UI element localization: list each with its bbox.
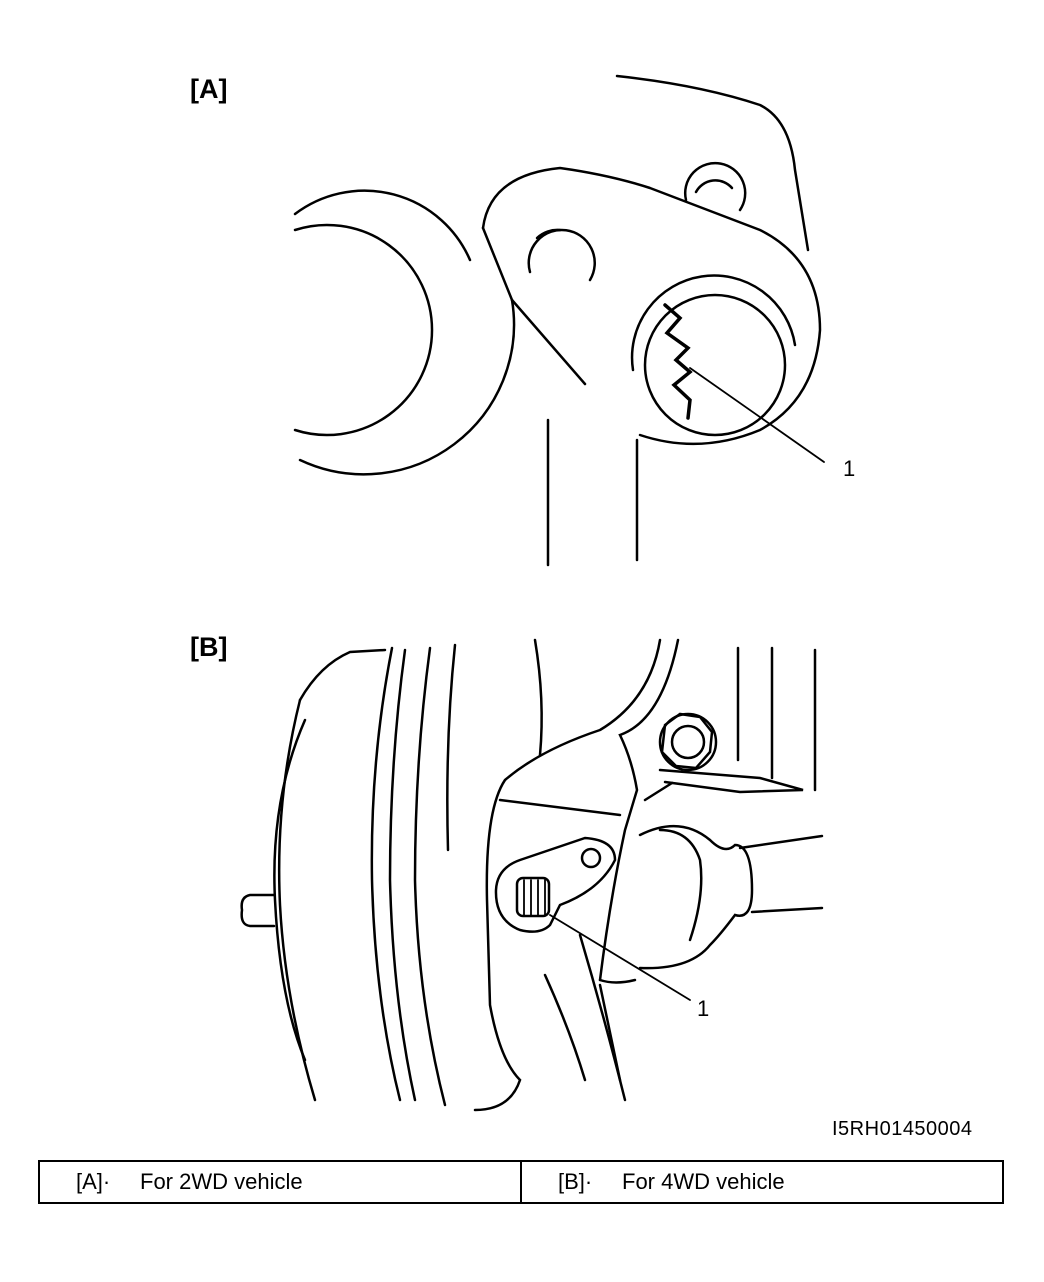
panel-b-drawing [240,638,824,1112]
panel-a-drawing [293,74,825,567]
panel-b-label: [B] [190,632,228,662]
legend-text: For 2WD vehicle [140,1169,303,1194]
figure-code: I5RH01450004 [832,1118,973,1140]
legend-key: [A]· [76,1169,111,1194]
callout-a-number: 1 [843,456,856,481]
legend-table: [A]· For 2WD vehicle [B]· For 4WD vehicl… [38,1160,1004,1204]
legend-text: For 4WD vehicle [622,1169,785,1194]
legend-key: [B]· [558,1169,593,1194]
legend-cell-a: [A]· For 2WD vehicle [40,1162,520,1202]
legend-cell-b: [B]· For 4WD vehicle [520,1162,1002,1202]
panel-a-label: [A] [190,74,228,104]
callout-b-number: 1 [697,996,710,1021]
